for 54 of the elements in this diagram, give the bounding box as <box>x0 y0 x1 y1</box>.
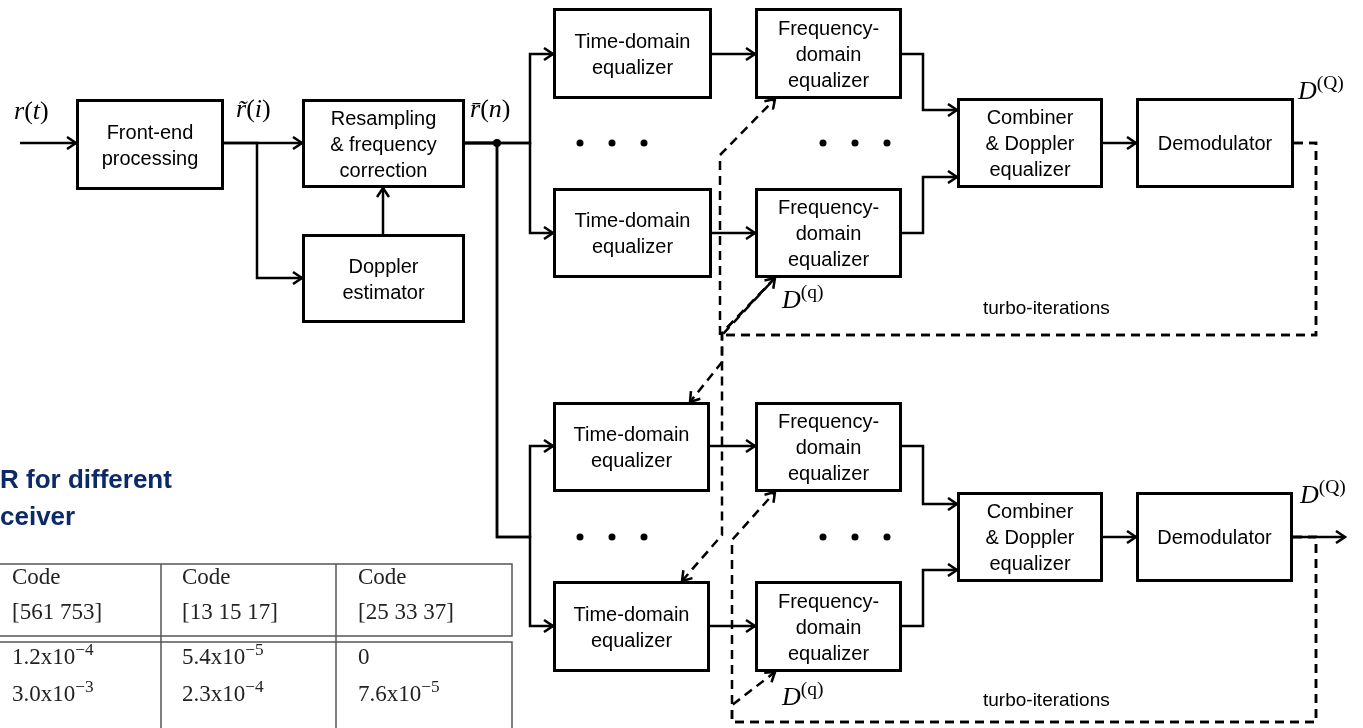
arrow <box>902 52 959 118</box>
process-box: Doppler estimator <box>302 234 465 323</box>
signal-label: r̃(i) <box>236 96 271 122</box>
table-cell-text: Code <box>182 565 231 588</box>
process-box: Demodulator <box>1136 492 1293 582</box>
signal-label: r(t) <box>14 98 49 124</box>
arrow <box>710 438 757 454</box>
arrow <box>902 444 959 512</box>
process-box: Front-end processing <box>76 99 224 190</box>
arrow <box>465 141 555 634</box>
signal-label: D$^{(q)}$ <box>782 684 824 710</box>
process-box: Demodulator <box>1136 98 1294 188</box>
process-box: Frequency- domain equalizer <box>755 581 902 672</box>
table-cell-text: Code <box>12 565 61 588</box>
signal-label: D$^{(q)}$ <box>782 287 824 313</box>
table-cell-text: 1.2x10$^{−4}$ <box>12 645 94 668</box>
arrow <box>902 562 959 628</box>
table-cell-text: 0 <box>358 645 370 668</box>
arrow <box>902 169 959 235</box>
process-box: Time-domain equalizer <box>553 581 710 672</box>
feedback-arrow <box>680 277 776 583</box>
table-cell-text: [561 753] <box>12 600 103 623</box>
process-box: Time-domain equalizer <box>553 402 710 492</box>
slide-heading: R for different <box>0 466 172 492</box>
loop-label: turbo-iterations <box>983 690 1110 709</box>
table-cell-text: 5.4x10$^{−5}$ <box>182 645 264 668</box>
arrow <box>1103 135 1138 151</box>
loop-label: turbo-iterations <box>983 298 1110 317</box>
arrow <box>710 618 757 634</box>
arrow <box>375 186 391 234</box>
process-box: Frequency- domain equalizer <box>755 8 902 99</box>
feedback-arrow <box>730 535 1318 724</box>
process-box: Frequency- domain equalizer <box>755 188 902 278</box>
slide-heading: ceiver <box>0 503 76 529</box>
signal-label: D$^{(Q)}$ <box>1300 482 1346 508</box>
process-box: Time-domain equalizer <box>553 8 712 99</box>
table-cell-text: 3.0x10$^{−3}$ <box>12 682 94 705</box>
table-cell-text: [13 15 17] <box>182 600 278 623</box>
table-cell-text: Code <box>358 565 407 588</box>
table-cell-text: 7.6x10$^{−5}$ <box>358 682 440 705</box>
signal-label: r̄(n) <box>470 96 511 122</box>
table-cell-text: 2.3x10$^{−4}$ <box>182 682 264 705</box>
arrow <box>224 141 304 286</box>
process-box: Time-domain equalizer <box>553 188 712 278</box>
table-cell-text: [25 33 37] <box>358 600 454 623</box>
process-box: Combiner & Doppler equalizer <box>957 492 1103 582</box>
arrow <box>712 46 757 62</box>
arrow <box>712 225 757 241</box>
process-box: Frequency- domain equalizer <box>755 402 902 492</box>
signal-label: D$^{(Q)}$ <box>1298 78 1344 104</box>
process-box: Resampling & frequency correction <box>302 99 465 188</box>
process-box: Combiner & Doppler equalizer <box>957 98 1103 188</box>
arrow <box>1103 529 1138 545</box>
arrow <box>20 135 78 151</box>
